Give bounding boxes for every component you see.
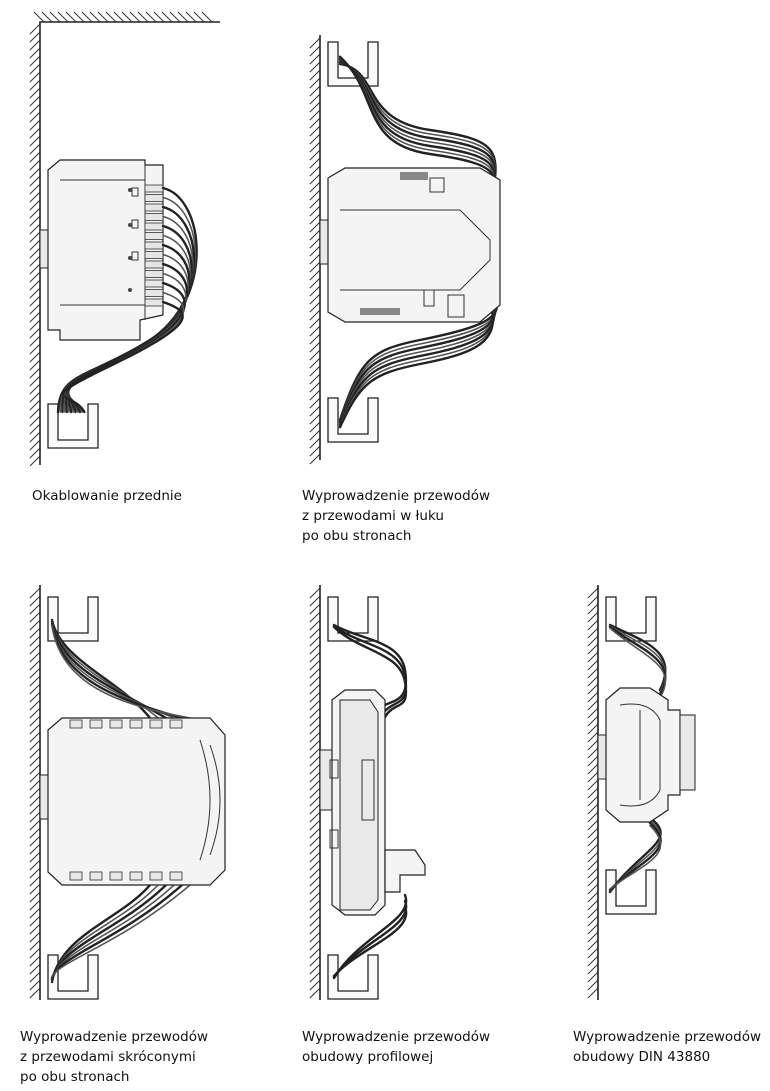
- panel-front-wiring: [29, 11, 220, 467]
- wall-hatch: [29, 585, 41, 1000]
- panel-din-43880: [587, 585, 696, 1000]
- caption-short-wiring: Wyprowadzenie przewodów z przewodami skr…: [20, 1029, 209, 1085]
- wire-bundle: [608, 623, 667, 894]
- panel-arc-wiring: [309, 35, 501, 465]
- relay-module: [47, 717, 226, 886]
- cable-duct-top: [327, 41, 379, 87]
- wall-hatch: [587, 585, 599, 1000]
- cable-duct-bottom: [47, 954, 99, 1000]
- wire-bundle: [56, 186, 198, 414]
- wire-bundle: [332, 623, 408, 980]
- panel-short-wiring: [29, 585, 226, 1000]
- relay-module: [47, 159, 164, 341]
- cable-duct-bottom: [327, 397, 379, 443]
- cable-duct-top: [605, 596, 657, 642]
- caption-arc-wiring: Wyprowadzenie przewodów z przewodami w ł…: [302, 488, 491, 544]
- wire-bundle: [50, 618, 191, 984]
- cable-duct-bottom: [327, 954, 379, 1000]
- caption-front-wiring: Okablowanie przednie: [32, 488, 182, 504]
- wall-hatch: [309, 585, 321, 1000]
- cable-duct-top: [327, 596, 379, 642]
- cable-duct-bottom: [605, 869, 657, 915]
- caption-din-43880: Wyprowadzenie przewodów obudowy DIN 4388…: [573, 1029, 762, 1065]
- relay-module: [327, 167, 501, 323]
- caption-profile-housing: Wyprowadzenie przewodów obudowy profilow…: [302, 1029, 491, 1065]
- panel-profile-housing: [309, 585, 426, 1000]
- cable-duct-top: [47, 596, 99, 642]
- din-module: [605, 687, 696, 823]
- wall-hatch: [29, 11, 220, 467]
- wall-hatch: [309, 35, 321, 465]
- wire-bundle: [338, 55, 498, 429]
- cable-duct: [47, 403, 99, 449]
- relay-module: [329, 689, 426, 916]
